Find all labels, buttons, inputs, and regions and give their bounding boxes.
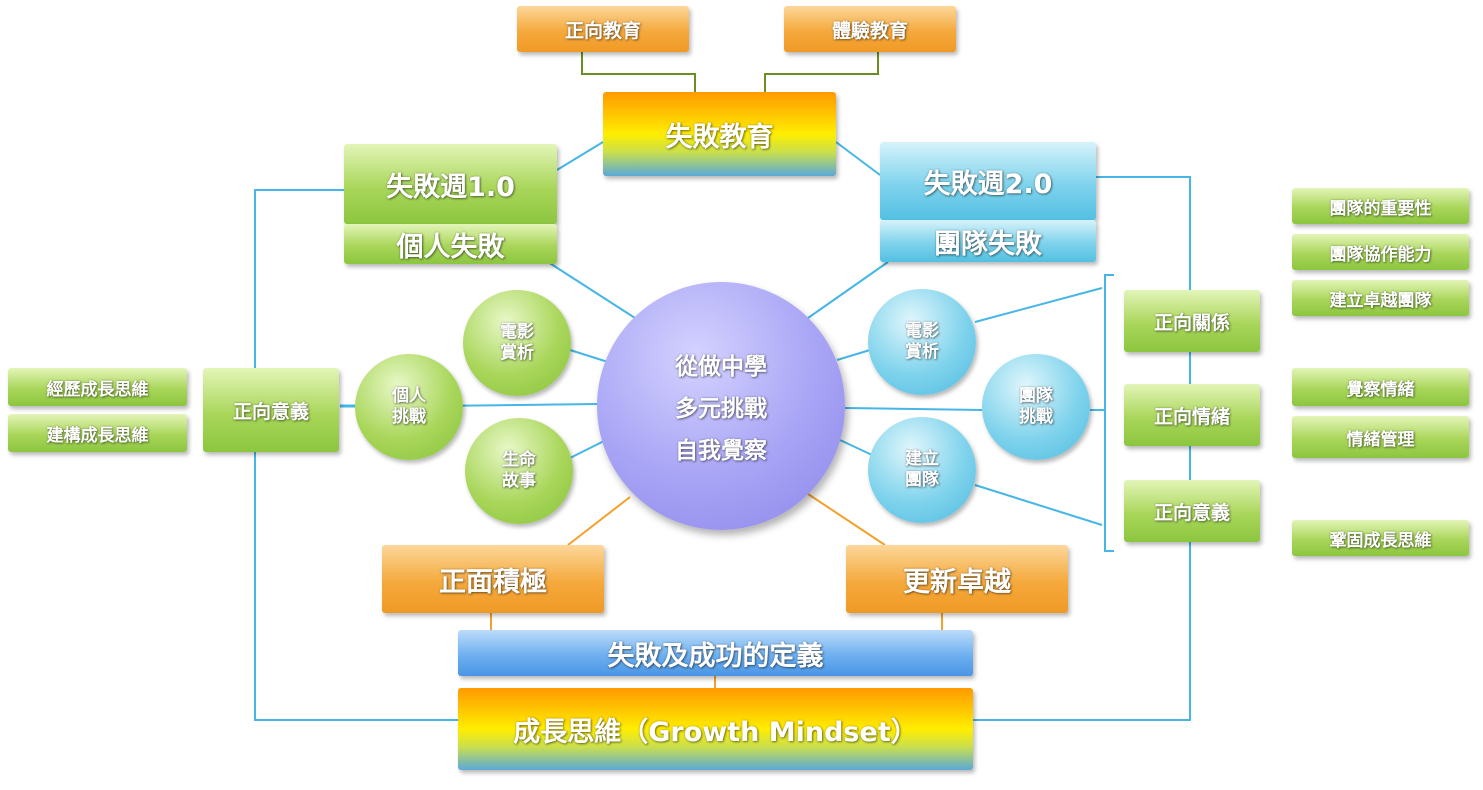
build-excellent-team-box: 建立卓越團隊 (1292, 280, 1469, 316)
team-cooperation-box: 團隊協作能力 (1292, 234, 1469, 270)
failure-week-1-title: 失敗週1.0 (344, 144, 557, 224)
positive-education-box: 正向教育 (517, 6, 689, 52)
left-movie-circle: 電影 賞析 (463, 290, 571, 396)
manage-emotion-box: 情緒管理 (1292, 416, 1469, 458)
construct-growth-box: 建構成長思維 (8, 414, 187, 452)
failure-education-box: 失敗教育 (603, 92, 836, 176)
positive-relationship-box: 正向關係 (1124, 290, 1260, 352)
build-team-circle: 建立 團隊 (868, 417, 976, 523)
center-line-2: 多元挑戰 (675, 396, 767, 422)
renew-excellence-box: 更新卓越 (846, 545, 1068, 613)
consolidate-growth-box: 鞏固成長思維 (1292, 520, 1469, 556)
positive-emotion-box: 正向情緒 (1124, 384, 1260, 446)
center-line-3: 自我覺察 (675, 438, 767, 464)
center-circle: 從做中學 多元挑戰 自我覺察 (597, 282, 845, 530)
experience-growth-box: 經歷成長思維 (8, 368, 187, 406)
center-line-1: 從做中學 (675, 354, 767, 380)
team-challenge-circle: 團隊 挑戰 (982, 354, 1090, 460)
team-importance-box: 團隊的重要性 (1292, 188, 1469, 224)
personal-failure-label: 個人失敗 (344, 224, 557, 264)
left-positive-meaning-box: 正向意義 (203, 368, 339, 452)
growth-mindset-box: 成長思維（Growth Mindset） (458, 688, 973, 770)
aware-emotion-box: 覺察情緒 (1292, 368, 1469, 406)
failure-success-definition-box: 失敗及成功的定義 (458, 630, 973, 676)
team-failure-label: 團隊失敗 (880, 220, 1096, 262)
right-positive-meaning-box: 正向意義 (1124, 480, 1260, 542)
positive-proactive-box: 正面積極 (382, 545, 604, 613)
personal-challenge-circle: 個人 挑戰 (355, 354, 463, 460)
right-bracket (1104, 274, 1114, 552)
right-movie-circle: 電影 賞析 (868, 289, 976, 395)
life-story-circle: 生命 故事 (465, 418, 573, 524)
failure-week-2-title: 失敗週2.0 (880, 142, 1096, 220)
experiential-education-box: 體驗教育 (784, 6, 956, 52)
